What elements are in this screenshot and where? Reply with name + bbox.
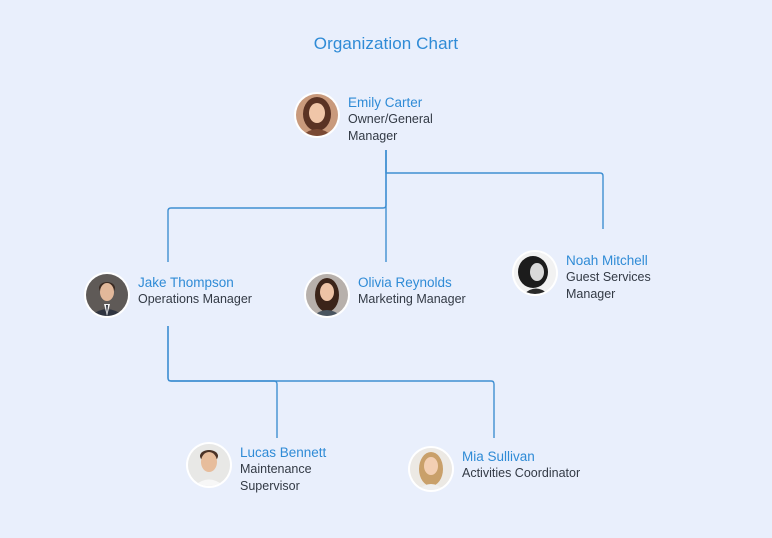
connector-emily-jake [167, 150, 387, 262]
person-role-line: Operations Manager [138, 292, 252, 306]
person-name: Lucas Bennett [240, 445, 327, 460]
person-name: Olivia Reynolds [358, 275, 452, 290]
chart-title: Organization Chart [313, 34, 459, 53]
avatar-photo [296, 94, 338, 136]
org-node-mia-sullivan[interactable]: Mia Sullivan Activities Coordinator [410, 448, 580, 490]
person-role-line: Maintenance [240, 462, 312, 476]
connector-jake-mia [167, 326, 495, 438]
person-name: Jake Thompson [138, 275, 234, 290]
person-role-line: Manager [348, 129, 398, 143]
avatar-photo [514, 252, 556, 294]
avatar-photo [86, 274, 128, 316]
person-role-line: Marketing Manager [358, 292, 466, 306]
person-role-line: Guest Services [566, 270, 651, 284]
person-name: Mia Sullivan [462, 449, 535, 464]
connector-emily-noah [385, 150, 604, 229]
person-role-line: Activities Coordinator [462, 466, 581, 480]
avatar-photo [188, 444, 230, 486]
connector-jake-lucas [167, 326, 278, 438]
org-node-emily-carter[interactable]: Emily Carter Owner/General Manager [296, 94, 433, 145]
org-node-jake-thompson[interactable]: Jake Thompson Operations Manager [86, 274, 252, 316]
org-node-noah-mitchell[interactable]: Noah Mitchell Guest Services Manager [514, 252, 651, 303]
org-node-lucas-bennett[interactable]: Lucas Bennett Maintenance Supervisor [188, 444, 326, 495]
person-role-line: Manager [566, 287, 616, 301]
person-role-line: Owner/General [348, 112, 433, 126]
avatar-photo [410, 448, 452, 490]
org-node-olivia-reynolds[interactable]: Olivia Reynolds Marketing Manager [306, 274, 466, 316]
person-name: Emily Carter [348, 95, 423, 110]
person-name: Noah Mitchell [566, 253, 648, 268]
person-role-line: Supervisor [240, 479, 300, 493]
avatar-photo [306, 274, 348, 316]
